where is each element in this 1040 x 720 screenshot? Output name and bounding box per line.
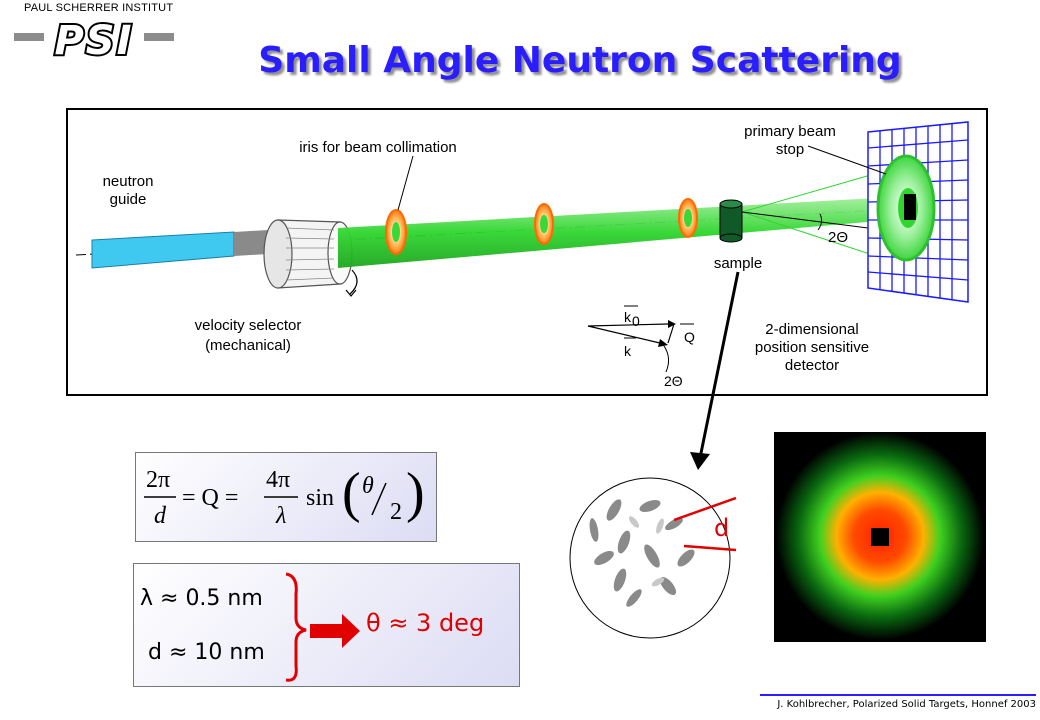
svg-text:PSI: PSI xyxy=(54,18,133,62)
label-neutron-guide-2: guide xyxy=(110,191,147,208)
label-neutron-guide-1: neutron xyxy=(103,173,154,190)
label-detector-3: detector xyxy=(785,357,839,374)
iris-pointer xyxy=(397,155,414,211)
iris-3 xyxy=(678,198,698,238)
label-two-theta-cone: 2Θ xyxy=(828,229,848,246)
label-beam-stop-1: primary beam xyxy=(744,123,836,140)
svg-text:= Q =: = Q = xyxy=(182,485,238,511)
svg-text:2: 2 xyxy=(390,499,402,525)
page-title: Small Angle Neutron Scattering xyxy=(258,40,902,81)
sample-cylinder xyxy=(719,199,743,243)
angle-result: θ ≈ 3 deg xyxy=(366,609,485,637)
label-two-theta-triangle: 2Θ xyxy=(664,373,683,389)
iris-2 xyxy=(534,203,554,245)
label-detector-1: 2-dimensional xyxy=(765,321,858,338)
bragg-formula: 2π d = Q = 4π λ sin ( θ 2 ) xyxy=(135,452,437,542)
label-beam-stop-2: stop xyxy=(776,141,804,158)
label-iris: iris for beam collimation xyxy=(299,139,457,156)
footer-divider xyxy=(760,694,1036,696)
label-detector-2: position sensitive xyxy=(755,339,869,356)
svg-text:sin: sin xyxy=(306,485,334,511)
psi-logo: PSI xyxy=(14,16,174,62)
sans-setup-diagram: neutron guide iris for beam collimation … xyxy=(66,108,988,396)
d-spacing-value: d ≈ 10 nm xyxy=(148,640,265,665)
brace-arrow xyxy=(285,572,360,682)
scattering-vector-diagram xyxy=(587,305,694,373)
svg-text:λ: λ xyxy=(275,503,286,529)
beam-stop-shadow xyxy=(871,528,889,546)
sample-zoom-arrow xyxy=(690,271,740,470)
beam-stop-pointer xyxy=(807,145,887,175)
institute-name: PAUL SCHERRER INSTITUT xyxy=(24,2,174,14)
neutron-guide xyxy=(91,231,235,269)
label-sample: sample xyxy=(714,255,762,272)
label-velocity-selector-2: (mechanical) xyxy=(205,337,291,354)
label-k0: k xyxy=(624,309,632,325)
iris-1 xyxy=(385,209,407,255)
label-k: k xyxy=(624,343,632,359)
svg-text:4π: 4π xyxy=(266,467,290,493)
svg-text:θ: θ xyxy=(362,473,374,499)
footer-citation: J. Kohlbrecher, Polarized Solid Targets,… xyxy=(777,699,1036,710)
label-velocity-selector-1: velocity selector xyxy=(195,317,302,334)
wavelength-value: λ ≈ 0.5 nm xyxy=(140,586,263,611)
svg-text:): ) xyxy=(406,462,425,524)
detector xyxy=(867,121,969,303)
svg-text:d: d xyxy=(154,503,167,529)
label-k0-subscript: 0 xyxy=(632,313,640,329)
svg-text:(: ( xyxy=(342,462,361,524)
sample-closeup: d xyxy=(569,477,737,639)
guide-exit xyxy=(234,230,268,256)
example-values-box: λ ≈ 0.5 nm d ≈ 10 nm θ ≈ 3 deg xyxy=(133,563,520,687)
svg-text:2π: 2π xyxy=(146,467,170,493)
scattering-pattern-image xyxy=(774,432,986,642)
d-label: d xyxy=(714,514,729,542)
neutron-beam xyxy=(338,196,913,268)
label-q: Q xyxy=(684,329,695,345)
